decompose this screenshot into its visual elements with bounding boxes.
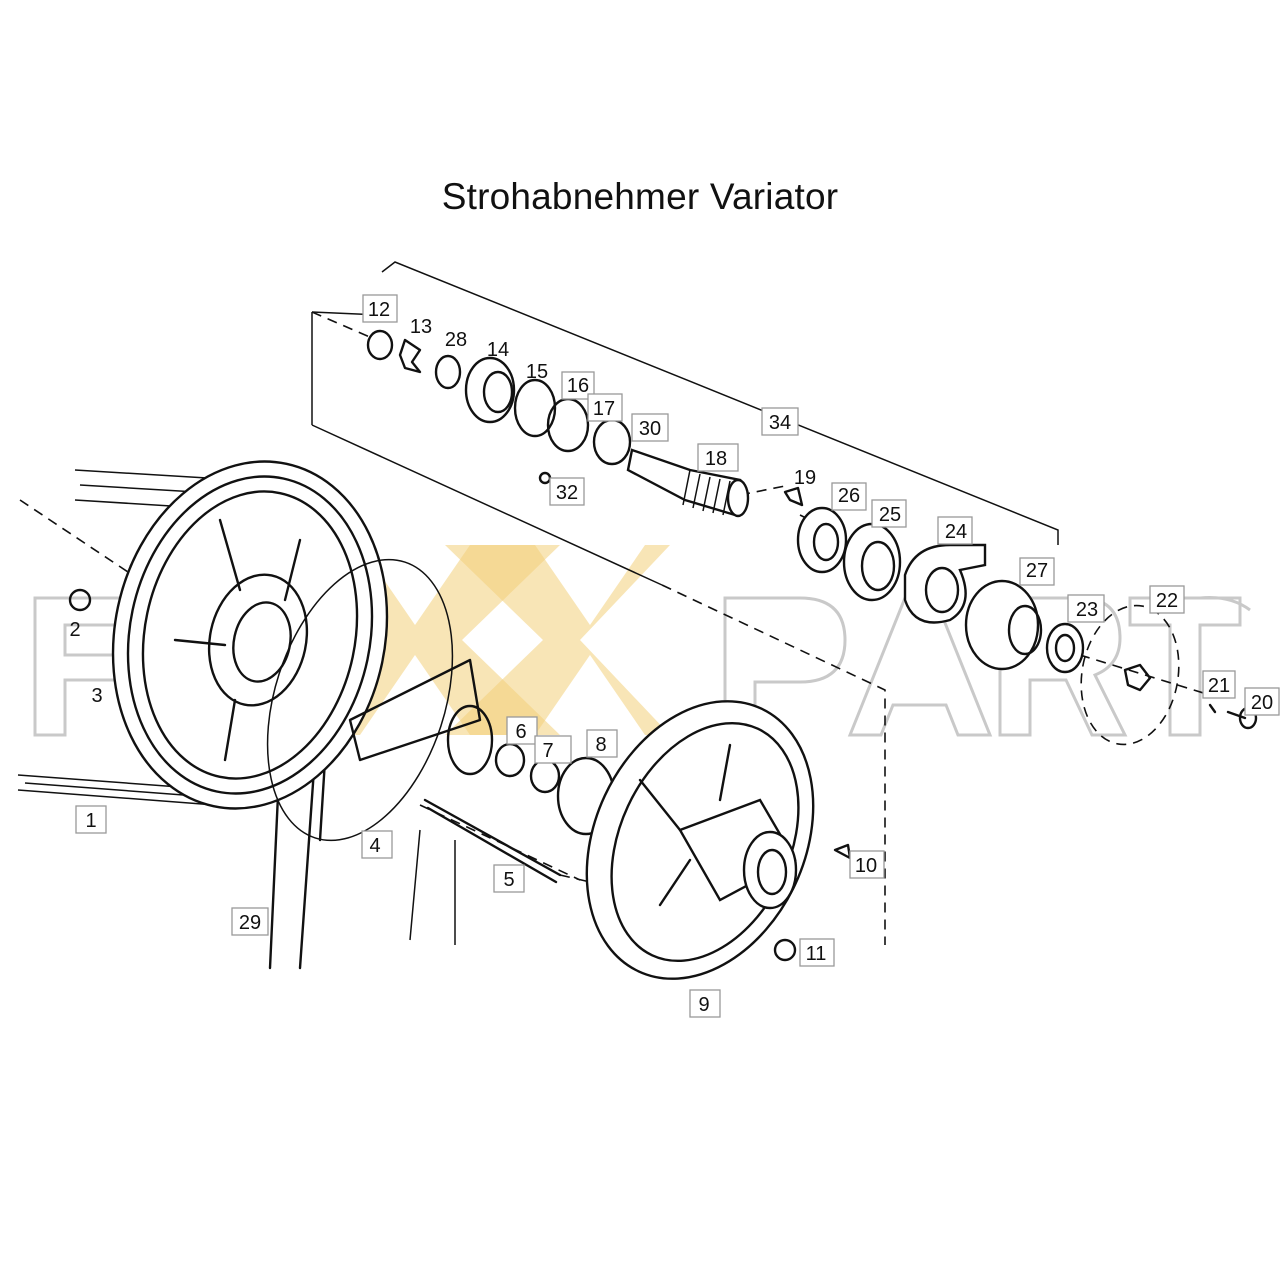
callout-7: 7 — [534, 735, 572, 764]
callout-29: 29 — [231, 907, 269, 936]
svg-text:25: 25 — [879, 504, 901, 526]
svg-text:13: 13 — [410, 316, 432, 338]
callout-26: 26 — [831, 482, 867, 511]
callout-18: 18 — [697, 443, 739, 472]
svg-text:7: 7 — [542, 740, 553, 762]
svg-text:26: 26 — [838, 485, 860, 507]
assembly-bracket — [311, 261, 1059, 586]
svg-text:12: 12 — [368, 299, 390, 321]
callout-11: 11 — [799, 938, 835, 967]
svg-text:11: 11 — [806, 943, 827, 965]
callout-2: 2 — [69, 619, 80, 641]
callout-23: 23 — [1067, 594, 1105, 623]
svg-text:1: 1 — [85, 810, 96, 832]
callout-14: 14 — [487, 339, 509, 361]
svg-text:6: 6 — [515, 721, 526, 743]
svg-text:34: 34 — [769, 412, 791, 434]
callout-30: 30 — [631, 413, 669, 442]
callout-17: 17 — [587, 393, 623, 422]
svg-text:3: 3 — [91, 685, 102, 707]
svg-text:8: 8 — [595, 734, 606, 756]
sprocket-22 — [1080, 604, 1180, 746]
svg-text:4: 4 — [369, 835, 380, 857]
callout-10: 10 — [849, 850, 885, 879]
callout-3: 3 — [91, 685, 102, 707]
callout-8: 8 — [586, 729, 618, 758]
svg-text:16: 16 — [567, 375, 589, 397]
fittings-10-11 — [773, 843, 852, 962]
svg-text:24: 24 — [945, 521, 967, 543]
shaft-18 — [626, 448, 750, 518]
svg-text:2: 2 — [69, 619, 80, 641]
callout-21: 21 — [1202, 670, 1236, 699]
svg-text:9: 9 — [698, 994, 709, 1016]
svg-text:21: 21 — [1208, 675, 1230, 697]
callout-19: 19 — [794, 467, 816, 489]
callout-5: 5 — [493, 864, 525, 893]
callout-12: 12 — [362, 294, 398, 323]
assembly-outline — [311, 311, 886, 945]
callout-9: 9 — [689, 989, 721, 1018]
rod-5 — [423, 798, 562, 884]
svg-text:29: 29 — [239, 912, 261, 934]
callout-13: 13 — [410, 316, 432, 338]
svg-text:28: 28 — [445, 329, 467, 351]
callout-15: 15 — [526, 361, 548, 383]
callout-22: 22 — [1149, 585, 1185, 614]
svg-text:30: 30 — [639, 418, 661, 440]
callout-27: 27 — [1019, 557, 1055, 586]
belt-29 — [268, 750, 456, 970]
pulley-3 — [111, 460, 389, 810]
callout-16: 16 — [561, 371, 595, 400]
shaft-axis — [19, 499, 591, 883]
callout-20: 20 — [1244, 687, 1280, 716]
callouts: 1 2 3 4 5 6 7 8 9 10 11 12 13 14 15 16 1… — [69, 294, 1280, 1018]
right-bearing-parts — [783, 486, 1085, 674]
svg-text:15: 15 — [526, 361, 548, 383]
callout-28: 28 — [445, 329, 467, 351]
callout-25: 25 — [871, 499, 907, 528]
svg-text:10: 10 — [855, 855, 877, 877]
callout-34: 34 — [761, 407, 799, 436]
callout-6: 6 — [506, 716, 538, 745]
svg-text:20: 20 — [1251, 692, 1273, 714]
svg-text:22: 22 — [1156, 590, 1178, 612]
svg-text:18: 18 — [705, 448, 727, 470]
pulley-9 — [585, 700, 815, 980]
callout-24: 24 — [937, 516, 973, 545]
callout-32: 32 — [549, 477, 585, 506]
svg-text:32: 32 — [556, 482, 578, 504]
diagram-title: Strohabnehmer Variator — [441, 176, 839, 217]
callout-1: 1 — [75, 805, 107, 834]
svg-text:23: 23 — [1076, 599, 1098, 621]
svg-text:27: 27 — [1026, 560, 1048, 582]
callout-4: 4 — [361, 830, 393, 859]
svg-text:14: 14 — [487, 339, 509, 361]
svg-text:17: 17 — [593, 398, 615, 420]
disc-4 — [266, 558, 494, 842]
svg-text:19: 19 — [794, 467, 816, 489]
svg-text:5: 5 — [503, 869, 514, 891]
